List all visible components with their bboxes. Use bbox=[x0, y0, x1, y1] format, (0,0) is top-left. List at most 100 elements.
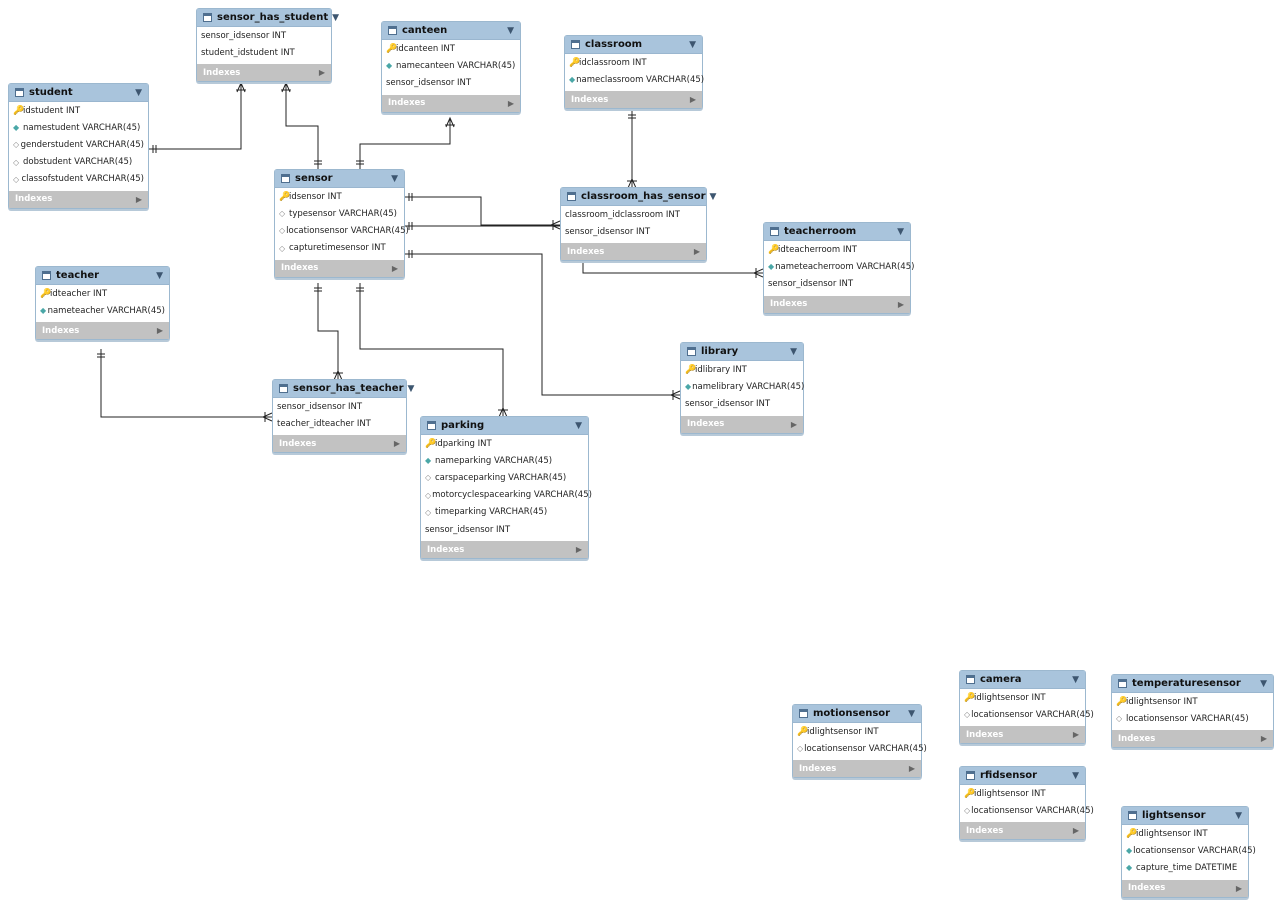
table-header[interactable]: camera ▼ bbox=[960, 671, 1085, 689]
table-student[interactable]: student ▼ 🔑idstudent INT◆namestudent VAR… bbox=[8, 83, 149, 209]
column-row[interactable]: ◇locationsensor VARCHAR(45) bbox=[1112, 710, 1273, 727]
indexes-section[interactable]: Indexes ▶ bbox=[197, 64, 331, 82]
caret-down-icon[interactable]: ▼ bbox=[709, 191, 717, 202]
expand-arrow-icon[interactable]: ▶ bbox=[689, 95, 696, 105]
table-header[interactable]: rfidsensor ▼ bbox=[960, 767, 1085, 785]
indexes-section[interactable]: Indexes ▶ bbox=[36, 322, 169, 340]
table-parking[interactable]: parking ▼ 🔑idparking INT◆nameparking VAR… bbox=[420, 416, 592, 560]
caret-down-icon[interactable]: ▼ bbox=[1260, 678, 1267, 689]
column-row[interactable]: sensor_idsensor INT bbox=[273, 398, 406, 415]
table-header[interactable]: canteen ▼ bbox=[382, 22, 520, 40]
rel-sensor-sensor-has-teacher[interactable] bbox=[314, 283, 343, 381]
column-row[interactable]: ◇locationsensor VARCHAR(45) bbox=[793, 740, 927, 757]
caret-down-icon[interactable]: ▼ bbox=[135, 87, 142, 98]
column-row[interactable]: sensor_idsensor INT bbox=[421, 521, 588, 538]
indexes-section[interactable]: Indexes ▶ bbox=[960, 822, 1085, 840]
table-teacher[interactable]: teacher ▼ 🔑idteacher INT◆nameteacher VAR… bbox=[35, 266, 170, 341]
column-row[interactable]: 🔑idsensor INT bbox=[275, 188, 404, 205]
column-row[interactable]: ◆locationsensor VARCHAR(45) bbox=[1122, 842, 1256, 859]
column-row[interactable]: 🔑idlightsensor INT bbox=[1122, 825, 1248, 842]
column-row[interactable]: 🔑idlightsensor INT bbox=[960, 785, 1085, 802]
caret-down-icon[interactable]: ▼ bbox=[575, 420, 582, 431]
rel-classroom-classroom-has-sensor[interactable] bbox=[627, 110, 637, 189]
table-header[interactable]: motionsensor ▼ bbox=[793, 705, 921, 723]
column-row[interactable]: sensor_idsensor INT bbox=[197, 27, 331, 44]
table-sensor-has-student[interactable]: sensor_has_student ▼ sensor_idsensor INT… bbox=[196, 8, 339, 83]
rel-sensor-teacherroom[interactable] bbox=[582, 262, 764, 278]
column-row[interactable]: 🔑idstudent INT bbox=[9, 102, 148, 119]
table-camera[interactable]: camera ▼ 🔑idlightsensor INT◇locationsens… bbox=[959, 670, 1094, 745]
indexes-section[interactable]: Indexes ▶ bbox=[565, 91, 702, 109]
column-row[interactable]: ◆namestudent VARCHAR(45) bbox=[9, 119, 148, 136]
column-row[interactable]: sensor_idsensor INT bbox=[764, 275, 910, 292]
table-header[interactable]: temperaturesensor ▼ bbox=[1112, 675, 1273, 693]
column-row[interactable]: ◇timeparking VARCHAR(45) bbox=[421, 504, 588, 521]
expand-arrow-icon[interactable]: ▶ bbox=[790, 419, 797, 429]
caret-down-icon[interactable]: ▼ bbox=[332, 12, 340, 23]
column-row[interactable]: 🔑idlightsensor INT bbox=[793, 723, 921, 740]
expand-arrow-icon[interactable]: ▶ bbox=[393, 439, 400, 449]
expand-arrow-icon[interactable]: ▶ bbox=[391, 263, 398, 273]
column-row[interactable]: ◇capturetimesensor INT bbox=[275, 240, 404, 257]
column-row[interactable]: sensor_idsensor INT bbox=[681, 395, 803, 412]
table-classroom-has-sensor[interactable]: classroom_has_sensor ▼ classroom_idclass… bbox=[560, 187, 716, 262]
caret-down-icon[interactable]: ▼ bbox=[1072, 674, 1079, 685]
table-classroom[interactable]: classroom ▼ 🔑idclassroom INT◆nameclassro… bbox=[564, 35, 704, 110]
table-header[interactable]: lightsensor ▼ bbox=[1122, 807, 1248, 825]
caret-down-icon[interactable]: ▼ bbox=[689, 39, 696, 50]
column-row[interactable]: 🔑idparking INT bbox=[421, 435, 588, 452]
expand-arrow-icon[interactable]: ▶ bbox=[1072, 826, 1079, 836]
column-row[interactable]: ◆nameteacher VARCHAR(45) bbox=[36, 302, 169, 319]
table-header[interactable]: student ▼ bbox=[9, 84, 148, 102]
column-row[interactable]: classroom_idclassroom INT bbox=[561, 206, 706, 223]
table-header[interactable]: library ▼ bbox=[681, 343, 803, 361]
column-row[interactable]: sensor_idsensor INT bbox=[561, 223, 706, 240]
indexes-section[interactable]: Indexes ▶ bbox=[793, 760, 921, 778]
caret-down-icon[interactable]: ▼ bbox=[391, 173, 398, 184]
indexes-section[interactable]: Indexes ▶ bbox=[9, 190, 148, 208]
table-motionsensor[interactable]: motionsensor ▼ 🔑idlightsensor INT◇locati… bbox=[792, 704, 927, 779]
expand-arrow-icon[interactable]: ▶ bbox=[693, 247, 700, 257]
column-row[interactable]: ◇locationsensor VARCHAR(45) bbox=[960, 706, 1094, 723]
caret-down-icon[interactable]: ▼ bbox=[507, 25, 514, 36]
column-row[interactable]: 🔑idteacherroom INT bbox=[764, 241, 910, 258]
indexes-section[interactable]: Indexes ▶ bbox=[561, 243, 706, 261]
caret-down-icon[interactable]: ▼ bbox=[908, 708, 915, 719]
expand-arrow-icon[interactable]: ▶ bbox=[1072, 730, 1079, 740]
table-sensor[interactable]: sensor ▼ 🔑idsensor INT◇typesensor VARCHA… bbox=[274, 169, 409, 278]
column-row[interactable]: teacher_idteacher INT bbox=[273, 415, 406, 432]
caret-down-icon[interactable]: ▼ bbox=[156, 270, 163, 281]
indexes-section[interactable]: Indexes ▶ bbox=[275, 259, 404, 277]
table-header[interactable]: sensor_has_teacher ▼ bbox=[273, 380, 414, 398]
column-row[interactable]: 🔑idteacher INT bbox=[36, 285, 169, 302]
table-header[interactable]: classroom ▼ bbox=[565, 36, 702, 54]
column-row[interactable]: ◆capture_time DATETIME bbox=[1122, 859, 1248, 876]
caret-down-icon[interactable]: ▼ bbox=[897, 226, 904, 237]
rel-sensor-canteen[interactable] bbox=[356, 116, 455, 170]
column-row[interactable]: ◇classofstudent VARCHAR(45) bbox=[9, 171, 148, 188]
expand-arrow-icon[interactable]: ▶ bbox=[135, 194, 142, 204]
caret-down-icon[interactable]: ▼ bbox=[1235, 810, 1242, 821]
table-header[interactable]: teacher ▼ bbox=[36, 267, 169, 285]
table-temperaturesensor[interactable]: temperaturesensor ▼ 🔑idlightsensor INT◇l… bbox=[1111, 674, 1274, 749]
indexes-section[interactable]: Indexes ▶ bbox=[273, 435, 406, 453]
indexes-section[interactable]: Indexes ▶ bbox=[382, 94, 520, 112]
expand-arrow-icon[interactable]: ▶ bbox=[318, 68, 325, 78]
column-row[interactable]: ◆nameparking VARCHAR(45) bbox=[421, 452, 588, 469]
indexes-section[interactable]: Indexes ▶ bbox=[1122, 879, 1248, 897]
table-header[interactable]: parking ▼ bbox=[421, 417, 588, 435]
caret-down-icon[interactable]: ▼ bbox=[407, 383, 415, 394]
column-row[interactable]: 🔑idlightsensor INT bbox=[1112, 693, 1273, 710]
column-row[interactable]: ◇locationsensor VARCHAR(45) bbox=[960, 802, 1094, 819]
caret-down-icon[interactable]: ▼ bbox=[790, 346, 797, 357]
table-teacherroom[interactable]: teacherroom ▼ 🔑idteacherroom INT◆nametea… bbox=[763, 222, 914, 314]
column-row[interactable]: ◆nameclassroom VARCHAR(45) bbox=[565, 71, 704, 88]
rel-sensor-sensor-has-student[interactable] bbox=[281, 81, 322, 170]
column-row[interactable]: 🔑idlightsensor INT bbox=[960, 689, 1085, 706]
table-lightsensor[interactable]: lightsensor ▼ 🔑idlightsensor INT◆locatio… bbox=[1121, 806, 1256, 898]
column-row[interactable]: 🔑idlibrary INT bbox=[681, 361, 803, 378]
column-row[interactable]: ◆nameteacherroom VARCHAR(45) bbox=[764, 258, 914, 275]
column-row[interactable]: 🔑idclassroom INT bbox=[565, 54, 702, 71]
table-header[interactable]: teacherroom ▼ bbox=[764, 223, 910, 241]
rel-sensor-classroom-has-sensor[interactable] bbox=[404, 193, 561, 230]
